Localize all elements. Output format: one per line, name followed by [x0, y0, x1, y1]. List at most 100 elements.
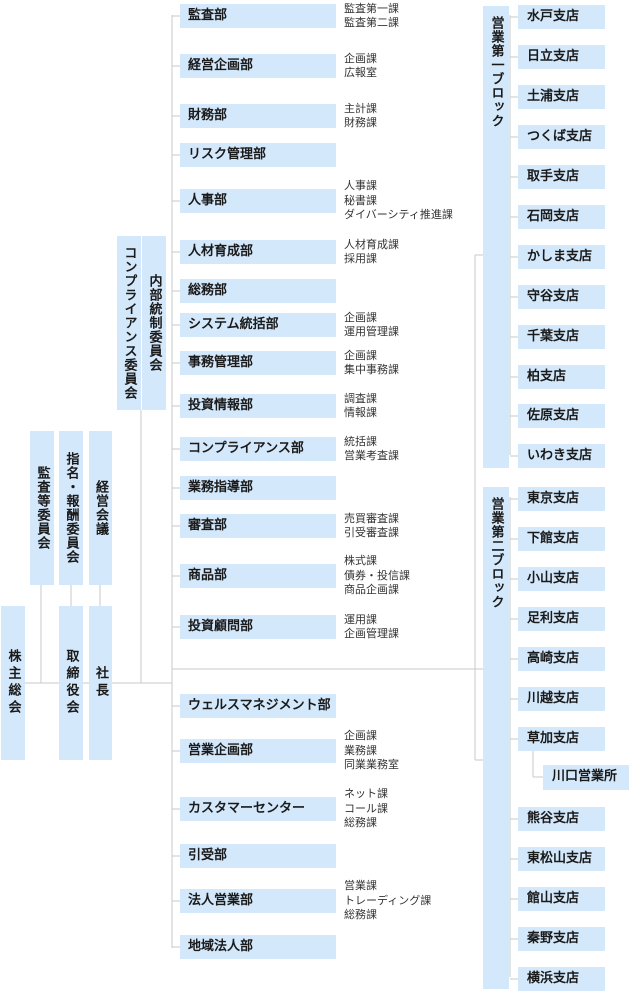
section-list: 監査第一課監査第二課 [344, 2, 399, 31]
section-item: 情報課 [344, 406, 377, 419]
section-item: ダイバーシティ推進課 [344, 208, 453, 222]
department-box: 審査部 [180, 514, 336, 538]
section-item: 秘書課 [344, 193, 377, 207]
section-item: 採用課 [344, 252, 377, 265]
branch-box: 高崎支店 [518, 647, 605, 671]
section-item: 商品企画課 [344, 583, 399, 597]
branch-box: 守谷支店 [518, 285, 605, 309]
department-box: 監査部 [180, 4, 336, 28]
department-box: 投資顧問部 [180, 615, 336, 639]
section-list: 調査課情報課 [344, 392, 377, 421]
department-box: 地域法人部 [180, 935, 336, 959]
department-box: 事務管理部 [180, 351, 336, 375]
section-list: 企画課集中事務課 [344, 349, 399, 378]
department-box: カスタマーセンター [180, 797, 336, 821]
department-box: ウェルスマネジメント部 [180, 694, 336, 718]
branch-box: 横浜支店 [518, 967, 605, 991]
section-item: 企画課 [344, 348, 377, 362]
department-box: 営業企画部 [180, 739, 336, 763]
section-item: 監査第二課 [344, 16, 399, 29]
section-list: 株式課債券・投信課商品企画課 [344, 554, 410, 598]
section-item: 調査課 [344, 391, 377, 405]
section-list: 主計課財務課 [344, 102, 377, 131]
branch-box: 小山支店 [518, 567, 605, 591]
department-box: 人材育成部 [180, 240, 336, 264]
section-item: 運用課 [344, 612, 377, 626]
section-list: 運用課企画管理課 [344, 613, 399, 642]
section-list: 企画課業務課同業業務室 [344, 729, 399, 773]
section-item: 売買審査課 [344, 511, 399, 525]
section-item: トレーディング課 [344, 893, 432, 907]
section-list: 人材育成課採用課 [344, 238, 399, 267]
branch-kawaguchi-office: 川口営業所 [543, 765, 629, 790]
section-item: 同業業務室 [344, 758, 399, 772]
branch-box: 土浦支店 [518, 85, 605, 109]
branch-box: かしま支店 [518, 245, 605, 269]
section-item: 債券・投信課 [344, 568, 410, 582]
branch-box: 秦野支店 [518, 927, 605, 951]
nomination-committee: 指名・報酬委員会 [59, 431, 83, 585]
department-box: 業務指導部 [180, 476, 336, 500]
shareholders-meeting: 株主総会 [1, 606, 25, 760]
section-item: 総務課 [344, 908, 377, 922]
section-list: 売買審査課引受審査課 [344, 512, 399, 541]
branch-box: 東松山支店 [518, 847, 605, 871]
department-box: 総務部 [180, 279, 336, 303]
branch-box: 足利支店 [518, 607, 605, 631]
board-of-directors: 取締役会 [59, 606, 83, 760]
section-item: 人事課 [344, 179, 377, 193]
section-item: 財務課 [344, 116, 377, 129]
department-box: リスク管理部 [180, 143, 336, 167]
section-item: 株式課 [344, 554, 377, 568]
section-item: 企画課 [344, 729, 377, 743]
branch-box: 下館支店 [518, 527, 605, 551]
department-box: 商品部 [180, 564, 336, 588]
president: 社長 [89, 606, 112, 760]
internal-control-committee: 内部統制委員会 [142, 236, 166, 410]
branch-box: 石岡支店 [518, 205, 605, 229]
audit-committee: 監査等委員会 [30, 431, 54, 585]
branch-box: 館山支店 [518, 887, 605, 911]
section-list: 統括課営業考査課 [344, 435, 399, 464]
management-council: 経営会議 [89, 431, 112, 585]
compliance-committee: コンプライアンス委員会 [117, 236, 141, 410]
department-box: 財務部 [180, 104, 336, 128]
branch-box: 草加支店 [518, 727, 605, 751]
section-item: コール課 [344, 801, 388, 815]
branch-box: 東京支店 [518, 487, 605, 511]
sales-block-1-label: 営業第一ブロック [483, 6, 509, 468]
section-item: 運用管理課 [344, 325, 399, 338]
section-item: 業務課 [344, 743, 377, 757]
section-item: 総務課 [344, 816, 377, 830]
sales-block-2-label: 営業第二ブロック [483, 487, 509, 989]
branch-box: いわき支店 [518, 444, 605, 468]
branch-box: 柏支店 [518, 365, 605, 389]
section-item: 企画課 [344, 51, 377, 65]
department-box: コンプライアンス部 [180, 437, 336, 461]
section-item: 広報室 [344, 66, 377, 79]
branch-box: 川越支店 [518, 687, 605, 711]
branch-box: 熊谷支店 [518, 807, 605, 831]
section-list: 企画課広報室 [344, 52, 377, 81]
branch-box: 日立支店 [518, 45, 605, 69]
department-box: 人事部 [180, 189, 336, 213]
section-item: 引受審査課 [344, 526, 399, 539]
section-item: 監査第一課 [344, 1, 399, 15]
section-item: 集中事務課 [344, 363, 399, 376]
section-item: 営業考査課 [344, 449, 399, 462]
department-box: 経営企画部 [180, 54, 336, 78]
branch-box: 水戸支店 [518, 5, 605, 29]
section-list: ネット課コール課総務課 [344, 787, 388, 831]
section-item: 人材育成課 [344, 237, 399, 251]
section-item: 統括課 [344, 434, 377, 448]
section-item: 企画課 [344, 310, 377, 324]
department-box: 投資情報部 [180, 394, 336, 418]
department-box: システム統括部 [180, 313, 336, 337]
branch-box: 佐原支店 [518, 404, 605, 428]
section-item: 企画管理課 [344, 627, 399, 640]
section-list: 人事課秘書課ダイバーシティ推進課 [344, 179, 453, 223]
section-item: ネット課 [344, 787, 388, 801]
department-box: 引受部 [180, 844, 336, 868]
branch-box: つくば支店 [518, 125, 605, 149]
